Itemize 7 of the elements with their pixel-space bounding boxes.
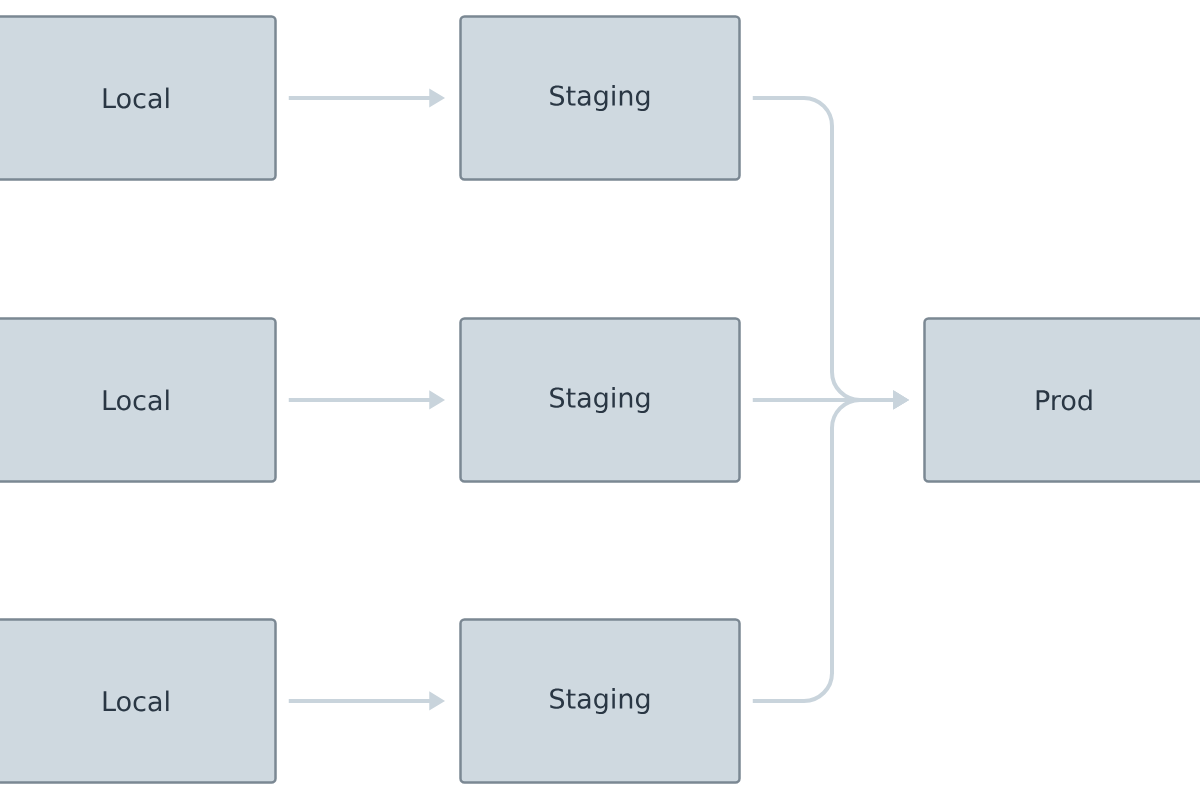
stage-box: Staging [459,15,741,181]
stage-box: Staging [459,618,741,784]
stage-box: Local [0,317,277,483]
stage-box: Local [0,15,277,181]
stage-box: Staging [459,317,741,483]
stage-box: Local [0,618,277,784]
stage-box: Prod [923,317,1200,483]
